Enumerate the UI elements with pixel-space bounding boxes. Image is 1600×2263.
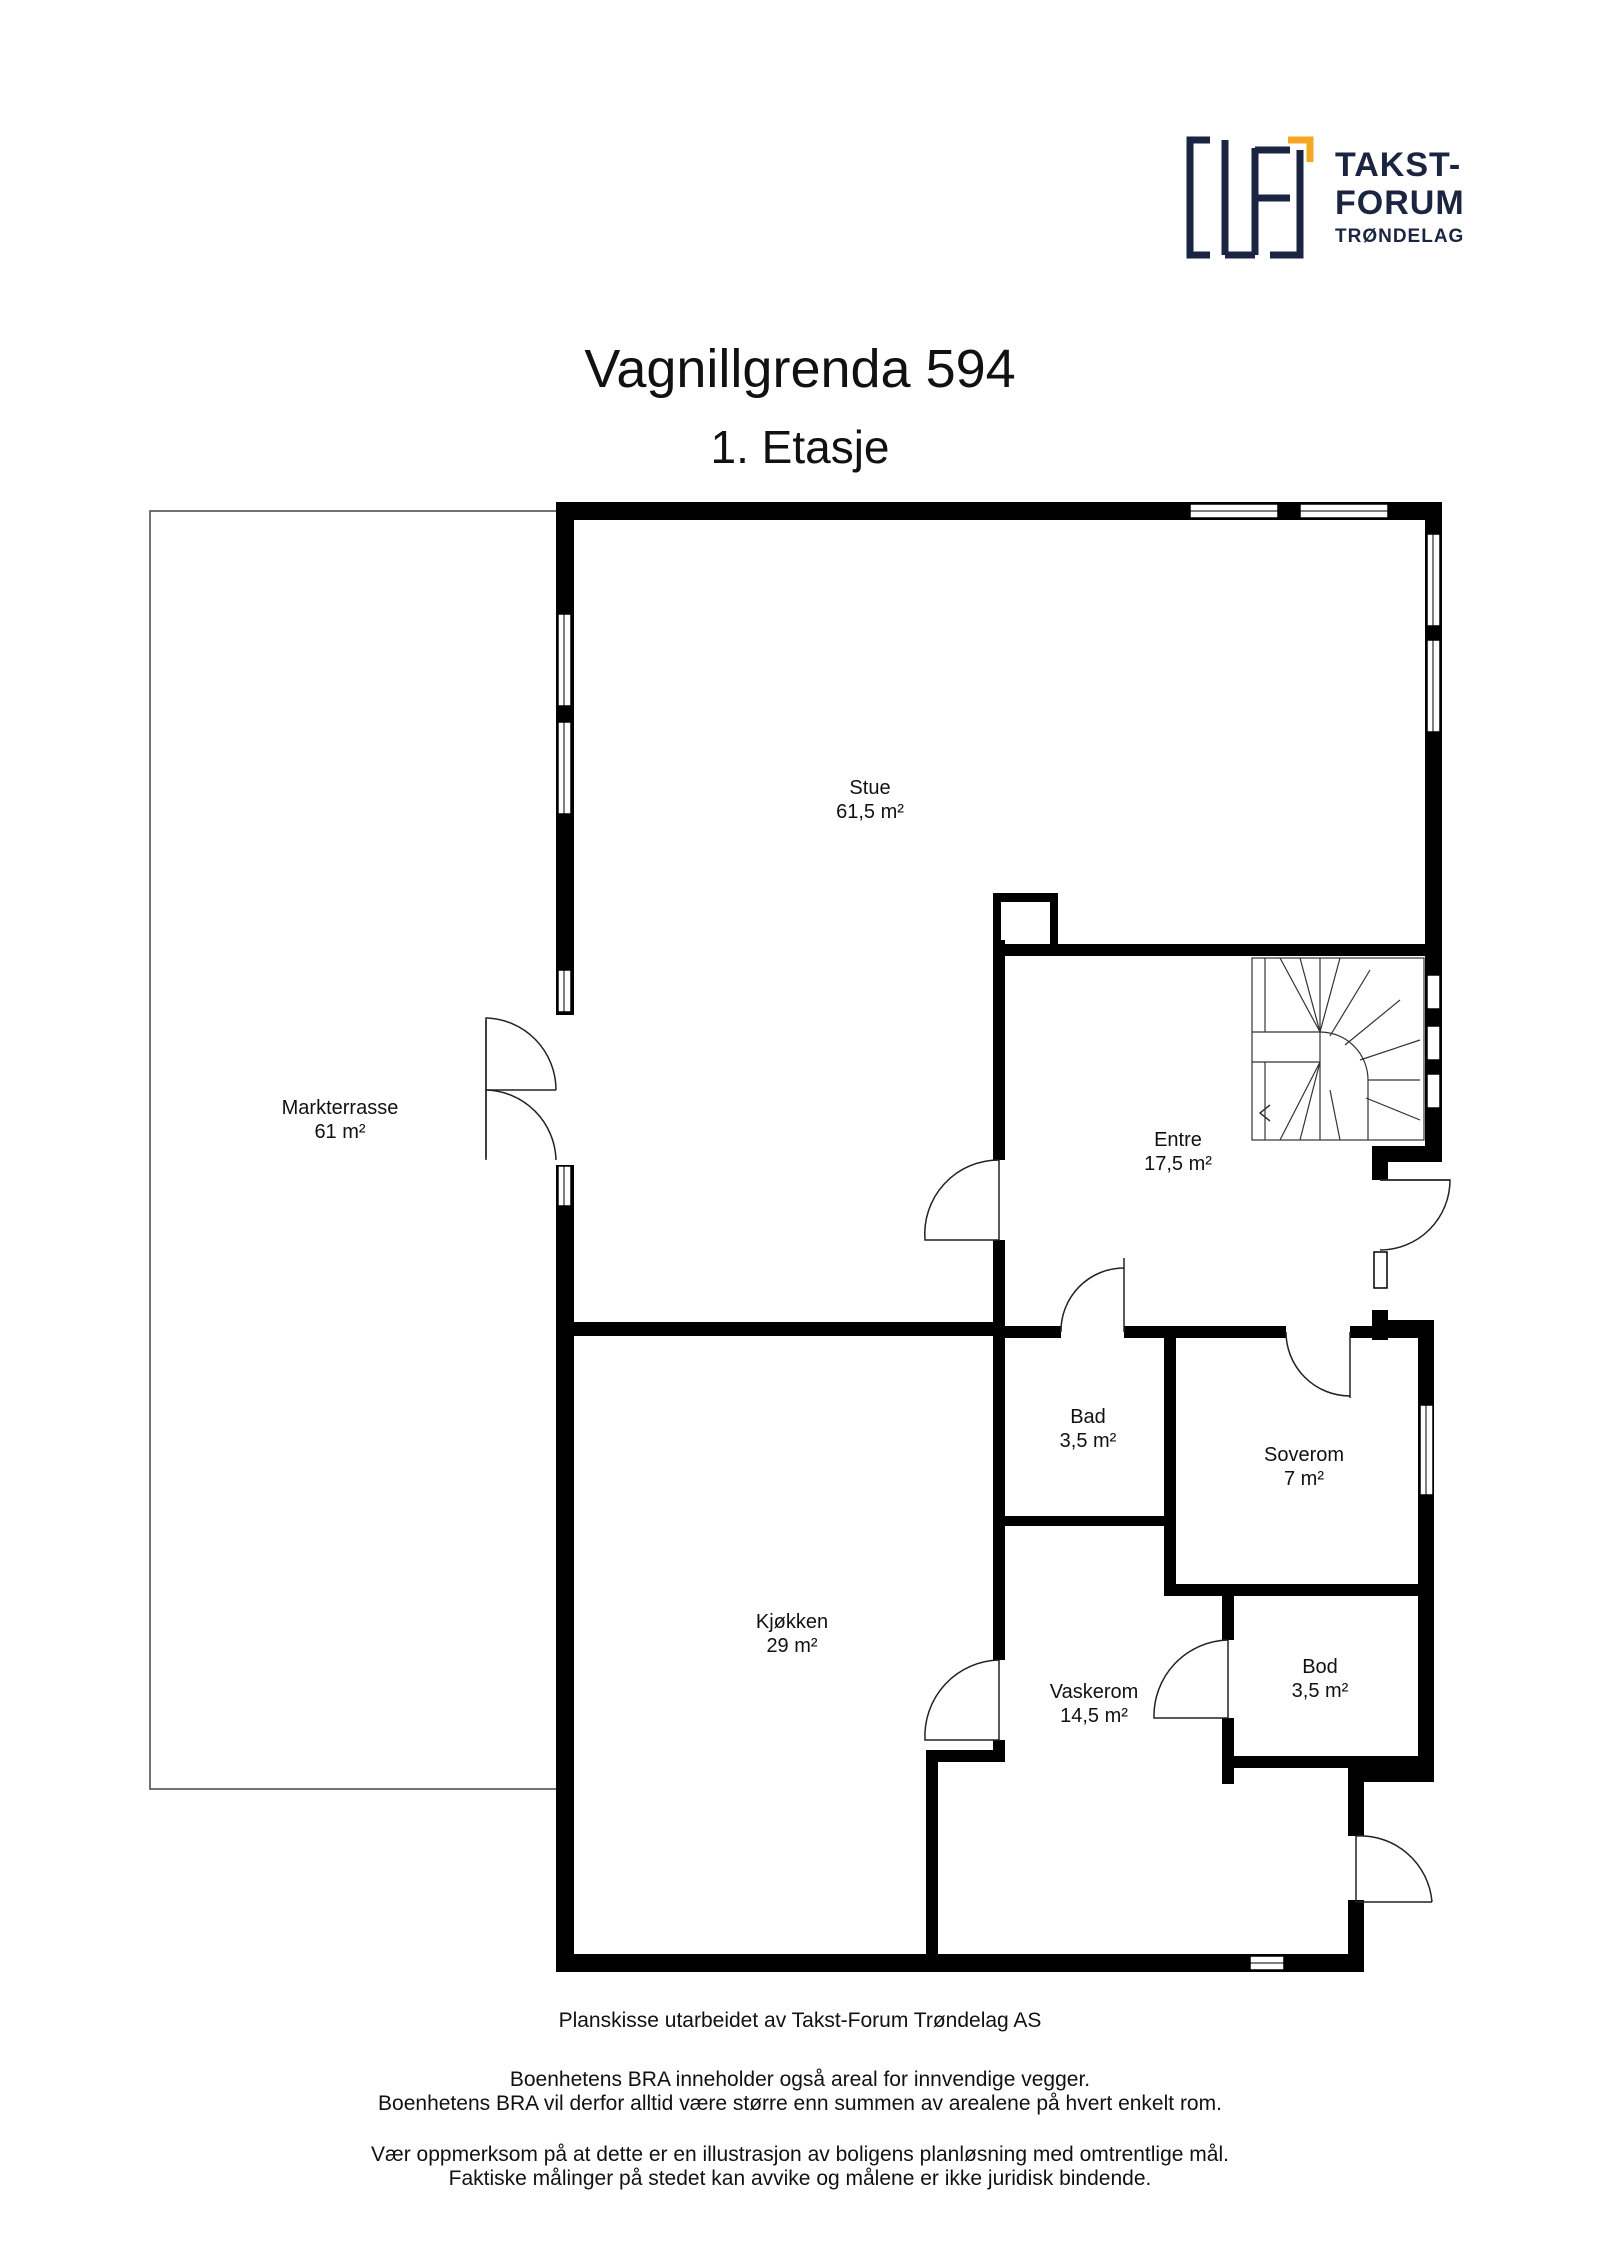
room-name: Soverom (1263, 1444, 1345, 1466)
disclaimer-2: Faktiske målinger på stedet kan avvike o… (448, 2167, 1152, 2190)
logo-mark-icon (1186, 136, 1314, 259)
logo-line-1: TAKST- (1335, 146, 1462, 184)
room-soverom: Soverom 7 m² (1194, 1443, 1414, 1491)
staircase (1251, 957, 1425, 1141)
room-area: 61,5 m² (836, 801, 904, 823)
room-name: Stue (849, 777, 891, 799)
takst-forum-logo: TAKST- FORUM TRØNDELAG (1180, 130, 1500, 265)
room-name: Entre (1154, 1129, 1202, 1151)
room-entre: Entre 17,5 m² (1068, 1128, 1288, 1176)
room-bod: Bod 3,5 m² (1210, 1655, 1430, 1703)
room-area: 3,5 m² (1059, 1430, 1117, 1452)
room-area: 7 m² (1284, 1468, 1324, 1490)
doors (485, 1015, 1451, 1903)
room-name: Kjøkken (755, 1611, 829, 1633)
room-vaskerom: Vaskerom 14,5 m² (984, 1680, 1204, 1728)
room-area: 3,5 m² (1291, 1680, 1349, 1702)
room-area: 29 m² (766, 1635, 818, 1657)
terrace-outline (149, 510, 559, 1790)
room-stue: Stue 61,5 m² (760, 776, 980, 824)
window-lines (563, 510, 1434, 1964)
room-area: 61 m² (314, 1121, 366, 1143)
disclaimer-1: Vær oppmerksom på at dette er en illustr… (371, 2143, 1229, 2166)
credit-note: Planskisse utarbeidet av Takst-Forum Trø… (558, 2009, 1042, 2032)
room-name: Bad (1070, 1406, 1106, 1428)
room-area: 17,5 m² (1144, 1153, 1212, 1175)
room-name: Bod (1302, 1656, 1338, 1678)
logo-line-3: TRØNDELAG (1335, 226, 1465, 247)
room-name: Markterrasse (281, 1097, 399, 1119)
room-name: Vaskerom (1049, 1681, 1139, 1703)
logo-line-2: FORUM (1335, 184, 1465, 222)
bra-note-2: Boenhetens BRA vil derfor alltid være st… (378, 2092, 1222, 2115)
bra-note-1: Boenhetens BRA inneholder også areal for… (509, 2068, 1091, 2091)
room-area: 14,5 m² (1060, 1705, 1128, 1727)
room-bad: Bad 3,5 m² (978, 1405, 1198, 1453)
room-kjokken: Kjøkken 29 m² (682, 1610, 902, 1658)
room-markterrasse: Markterrasse 61 m² (230, 1096, 450, 1144)
page-title: Vagnillgrenda 594 (584, 339, 1016, 399)
floor-label: 1. Etasje (710, 421, 890, 473)
